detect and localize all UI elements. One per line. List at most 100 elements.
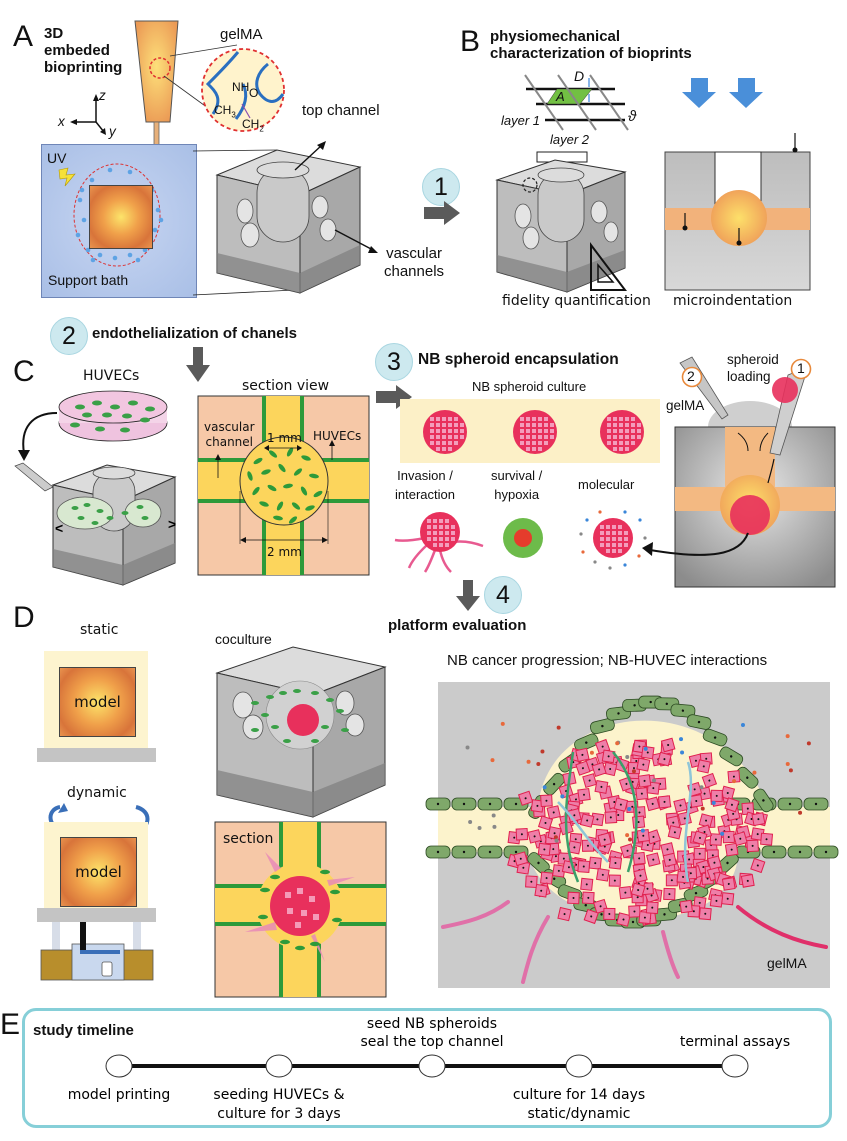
progression-title: NB cancer progression; NB-HUVEC interact… <box>447 652 768 669</box>
nb-tumor-cell <box>677 811 692 826</box>
nb-tumor-cell <box>635 787 649 801</box>
step-2-down-arrow-icon <box>186 347 210 382</box>
invasion-strand <box>394 536 426 542</box>
chem-o: O <box>249 86 259 100</box>
invasion-strand <box>441 900 510 929</box>
nb-tumor-cell <box>552 864 566 878</box>
assay-line: Invasion / <box>397 468 453 483</box>
timeline-milestone-marker <box>565 1054 593 1078</box>
dimension-1mm: 1 mm <box>267 431 302 445</box>
nb-tumor-cell <box>631 815 646 829</box>
step-4-title: platform evaluation <box>388 617 527 634</box>
molecule-dot <box>732 779 737 784</box>
label-theta: ϑ <box>628 108 637 125</box>
step-4-badge: 4 <box>484 576 522 614</box>
uv-lightning-icon <box>58 167 76 187</box>
spheroid-loading-label: spheroid loading <box>727 351 779 385</box>
endothelial-cell <box>719 746 744 767</box>
seeded-cube-icon: < > <box>14 462 177 586</box>
nb-tumor-cell <box>597 832 613 847</box>
molecule-dot <box>643 536 647 540</box>
molecule-dot <box>492 824 497 829</box>
molecule-dot <box>625 755 630 760</box>
invasion-strand <box>521 915 550 984</box>
step-4-down-arrow-icon <box>456 580 480 611</box>
svg-text:>: > <box>168 516 176 532</box>
nb-tumor-cell <box>547 826 562 841</box>
nb-tumor-cell <box>575 747 590 763</box>
loading-step-2-badge-icon <box>681 366 703 388</box>
nb-tumor-cell <box>724 842 739 857</box>
molecule-dot <box>720 831 725 836</box>
molecule-dot <box>465 745 470 750</box>
nb-tumor-cell <box>689 794 704 808</box>
nb-tumor-cell <box>517 790 534 806</box>
spheroid-loading-line: loading <box>727 369 771 384</box>
invasion-strand <box>438 549 452 573</box>
nb-tumor-cell <box>608 856 623 870</box>
vessel-sprout <box>564 751 580 883</box>
uv-label: UV <box>47 150 67 166</box>
loading-step-1-number: 1 <box>797 360 805 376</box>
nb-tumor-cell <box>698 907 712 921</box>
axes-icon <box>70 94 106 135</box>
nb-tumor-cell <box>618 885 633 900</box>
invasion-spheroid-icon <box>394 512 484 573</box>
endothelial-cell <box>686 714 712 730</box>
static-model: model <box>59 667 136 737</box>
spheroid-loading-diagram <box>642 356 836 588</box>
vessel-sprout <box>683 761 693 883</box>
nb-tumor-cell <box>696 759 711 774</box>
panel-b-title-line: physiomechanical <box>490 28 621 45</box>
endothelial-cell <box>543 772 566 796</box>
timeline-label-below: seeding HUVECs & <box>213 1087 344 1103</box>
nb-tumor-cell <box>613 797 629 812</box>
endothelial-cell <box>702 728 728 747</box>
molecule-dot <box>598 510 602 514</box>
panel-c-letter: C <box>13 355 35 388</box>
nb-tumor-cell <box>527 829 542 844</box>
step-2-title: endothelialization of chanels <box>92 325 298 342</box>
molecule-dot <box>579 532 583 536</box>
step-3-badge: 3 <box>375 343 413 381</box>
spheroid-loading-line: spheroid <box>727 352 779 367</box>
panel-a-title: 3D embeded bioprinting <box>44 25 122 76</box>
molecule-dot <box>468 819 473 824</box>
nb-tumor-cell <box>515 827 529 841</box>
nb-tumor-cell <box>632 851 646 866</box>
molecule-dot <box>752 770 757 775</box>
label-a: A <box>556 89 565 104</box>
vascular-channels-label: vascular channels <box>384 245 444 281</box>
nb-tumor-cell <box>534 883 549 898</box>
molecule-dot <box>623 563 627 567</box>
nb-tumor-cell <box>582 891 595 905</box>
nb-tumor-cell <box>595 867 610 882</box>
molecule-dot <box>638 518 642 522</box>
molecule-dot <box>490 758 495 763</box>
endothelial-cell <box>803 797 829 811</box>
nb-tumor-cell <box>601 749 616 764</box>
molecule-dot <box>785 761 790 766</box>
panel-a-title-line: bioprinting <box>44 59 123 76</box>
nb-tumor-cell <box>693 847 706 860</box>
top-channel-label: top channel <box>302 102 380 119</box>
panel-b-letter: B <box>460 25 481 58</box>
label-layer-1: layer 1 <box>501 113 541 128</box>
nb-tumor-cell <box>604 810 618 824</box>
chem-ch3: CH3 <box>214 103 236 119</box>
nb-tumor-cell <box>608 874 621 887</box>
assay-invasion-label: Invasion / interaction <box>395 466 455 504</box>
nb-tumor-cell <box>701 772 718 789</box>
invasion-strand <box>452 540 484 548</box>
huvec-cells <box>247 447 323 524</box>
nb-spheroid <box>513 410 557 454</box>
loading-gelma-label: gelMA <box>666 398 705 413</box>
nb-tumor-cell <box>721 877 736 891</box>
molecule-dot <box>526 759 531 764</box>
section-view-label: section view <box>242 378 330 394</box>
nb-tumor-cell <box>594 779 609 794</box>
nb-tumor-cell <box>638 911 652 925</box>
nb-tumor-cell <box>645 796 661 812</box>
nb-tumor-cell <box>540 794 553 808</box>
nb-tumor-cell <box>628 905 641 918</box>
